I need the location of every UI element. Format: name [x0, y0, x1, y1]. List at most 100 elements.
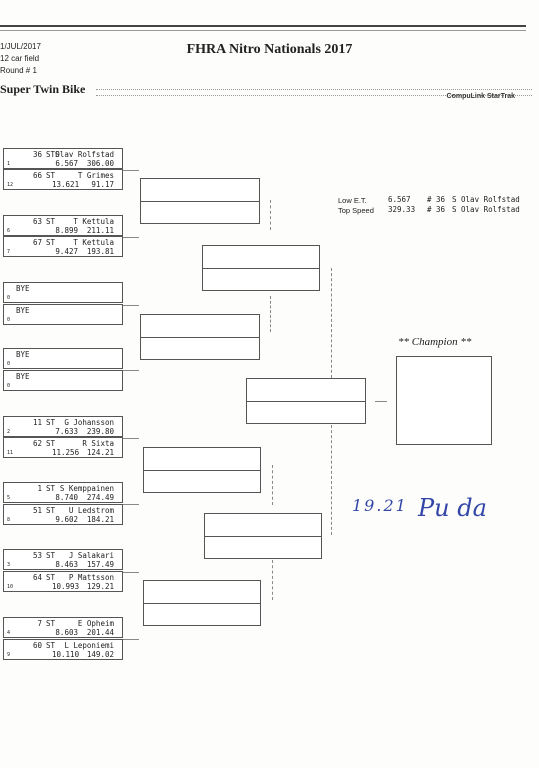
- car-class: ST: [46, 238, 56, 247]
- top-speed-driver: S Olav Rolfstad: [452, 205, 520, 214]
- header-rule-thin: [0, 30, 526, 31]
- car-number: 62: [32, 439, 42, 448]
- round-number: Round # 1: [0, 66, 37, 75]
- entry-box: 62 ST R Sixta 11.256 124.21 11: [3, 437, 123, 458]
- entry-box: BYE 0: [3, 348, 123, 369]
- car-class: ST: [46, 418, 56, 427]
- speed: 201.44: [86, 628, 114, 637]
- entry-box: 53 ST J Salakari 8.463 157.49 3: [3, 549, 123, 570]
- seed-number: 0: [7, 383, 11, 389]
- final-pair: [246, 378, 366, 424]
- handwritten-signature: Pu da: [418, 494, 487, 522]
- bracket-line: [272, 560, 273, 600]
- elapsed-time: 8.740: [55, 493, 78, 502]
- bye-label: BYE: [16, 350, 30, 359]
- speed: 129.21: [86, 582, 114, 591]
- speed: 193.81: [86, 247, 114, 256]
- bracket-line: [123, 305, 139, 306]
- elapsed-time: 13.621: [52, 180, 80, 189]
- champion-box: [396, 356, 492, 445]
- seed-number: 9: [7, 652, 11, 658]
- round2-pair: [140, 178, 260, 224]
- car-number: 64: [32, 573, 42, 582]
- seed-number: 4: [7, 630, 11, 636]
- bracket-line: [375, 401, 387, 402]
- car-class: ST: [46, 171, 56, 180]
- entry-box: BYE 0: [3, 370, 123, 391]
- car-class: ST: [46, 217, 56, 226]
- bye-label: BYE: [16, 284, 30, 293]
- entry-box: 63 ST T Kettula 8.899 211.11 6: [3, 215, 123, 236]
- elapsed-time: 10.110: [52, 650, 80, 659]
- seed-number: 0: [7, 317, 11, 323]
- entry-box: 11 ST G Johansson 7.633 239.80 2: [3, 416, 123, 437]
- dotted-rule: [96, 89, 532, 96]
- header-rule: [0, 25, 526, 27]
- low-et-car: # 36: [427, 195, 446, 204]
- driver-name: T Grimes: [77, 171, 114, 180]
- speed: 274.49: [86, 493, 114, 502]
- seed-number: 11: [7, 450, 14, 456]
- car-class: ST: [46, 439, 56, 448]
- seed-number: 2: [7, 429, 11, 435]
- bracket-line: [272, 465, 273, 505]
- speed: 239.80: [86, 427, 114, 436]
- speed: 91.17: [91, 180, 114, 189]
- entry-box: 67 ST T Kettula 9.427 193.81 7: [3, 236, 123, 257]
- event-date: 1/JUL/2017: [0, 42, 41, 51]
- speed: 211.11: [86, 226, 114, 235]
- speed: 306.00: [86, 159, 114, 168]
- car-class: ST: [46, 506, 56, 515]
- bracket-line: [123, 639, 139, 640]
- round2-pair: [140, 314, 260, 360]
- seed-number: 6: [7, 228, 11, 234]
- entry-box: BYE 0: [3, 282, 123, 303]
- speed: 157.49: [86, 560, 114, 569]
- speed: 149.02: [86, 650, 114, 659]
- entry-box: 51 ST U Ledstrom 9.602 184.21 8: [3, 504, 123, 525]
- bracket-line: [123, 572, 139, 573]
- bracket-line: [123, 438, 139, 439]
- driver-name: U Ledstrom: [68, 506, 114, 515]
- car-class: ST: [46, 641, 56, 650]
- car-number: 67: [32, 238, 42, 247]
- semifinal-pair: [202, 245, 320, 291]
- class-name: Super Twin Bike: [0, 82, 86, 96]
- bracket-line: [123, 370, 139, 371]
- seed-number: 8: [7, 517, 11, 523]
- car-class: ST: [46, 551, 56, 560]
- bracket-line: [270, 200, 271, 230]
- bye-label: BYE: [16, 372, 30, 381]
- entry-box: 7 ST E Opheim 8.603 201.44 4: [3, 617, 123, 638]
- seed-number: 12: [7, 182, 14, 188]
- bracket-line: [331, 425, 332, 535]
- car-number: 60: [32, 641, 42, 650]
- bracket-line: [123, 170, 139, 171]
- bracket-line: [123, 237, 139, 238]
- champion-label: ** Champion **: [398, 336, 472, 348]
- driver-name: J Salakari: [68, 551, 114, 560]
- elapsed-time: 8.899: [55, 226, 78, 235]
- car-number: 63: [32, 217, 42, 226]
- driver-name: T Kettula: [73, 238, 114, 247]
- round2-pair: [143, 447, 261, 493]
- car-number: 11: [32, 418, 42, 427]
- low-et-row: Low E.T.: [338, 196, 367, 206]
- page-title: FHRA Nitro Nationals 2017: [186, 42, 353, 57]
- driver-name: T Kettula: [73, 217, 114, 226]
- top-speed-value: 329.33: [388, 205, 416, 214]
- low-et-driver: S Olav Rolfstad: [452, 195, 520, 204]
- driver-name: Olav Rolfstad: [55, 150, 114, 159]
- elapsed-time: 7.633: [55, 427, 78, 436]
- handwritten-time: 19.21: [352, 496, 408, 515]
- speed: 124.21: [86, 448, 114, 457]
- driver-name: E Opheim: [77, 619, 114, 628]
- entry-box: BYE 0: [3, 304, 123, 325]
- seed-number: 7: [7, 249, 11, 255]
- elapsed-time: 9.602: [55, 515, 78, 524]
- top-speed-car: # 36: [427, 205, 446, 214]
- seed-number: 0: [7, 295, 11, 301]
- bracket-line: [331, 268, 332, 378]
- entry-box: 66 ST T Grimes 13.621 91.17 12: [3, 169, 123, 190]
- car-number: 7: [37, 619, 42, 628]
